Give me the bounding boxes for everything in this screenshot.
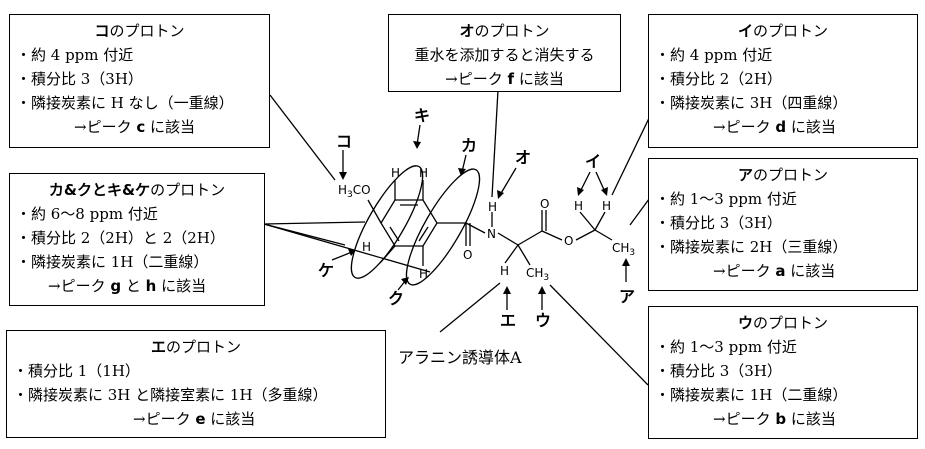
label-u: ウ	[535, 311, 551, 330]
box-peak: →ピーク g と h に該当	[48, 277, 207, 295]
box-title: オのプロトン	[459, 22, 550, 40]
box-line: ・積分比 1（1H）	[13, 362, 140, 380]
box-u-proton: ウのプロトン ・約 1～3 ppm 付近 ・積分比 3（3H） ・隣接炭素に 1…	[648, 306, 918, 439]
connector-o	[491, 89, 499, 198]
label-ku: ク	[388, 289, 404, 308]
box-line: 重水を添加すると消失する	[414, 46, 595, 64]
box-line: ・積分比 3（3H）	[655, 362, 782, 380]
box-line: ・約 4 ppm 付近	[655, 46, 773, 64]
box-peak: →ピーク d に該当	[713, 118, 836, 136]
box-line: ・隣接炭素に 2H（三重線）	[655, 238, 848, 256]
label-ko: コ	[336, 132, 352, 151]
box-line: ・隣接炭素に H なし（一重線）	[16, 94, 234, 112]
box-e-proton: エのプロトン ・積分比 1（1H） ・隣接炭素に 3H と隣接室素に 1H（多重…	[6, 330, 386, 438]
atom-h-i-right: H	[602, 199, 611, 213]
box-line: ・約 6～8 ppm 付近	[16, 205, 158, 223]
atom-h-ki: H	[391, 166, 400, 180]
label-ke: ケ	[318, 261, 334, 280]
box-line: ・隣接炭素に 3H と隣接室素に 1H（多重線）	[13, 386, 328, 404]
arrow-o	[499, 167, 517, 196]
diagram-caption: アラニン誘導体A	[398, 348, 522, 367]
label-a: ア	[619, 287, 635, 306]
arrow-i-left	[579, 171, 591, 193]
connector-i	[611, 111, 653, 196]
box-title: コのプロトン	[94, 22, 185, 40]
connector-kaku-2	[263, 223, 431, 273]
box-title: アのプロトン	[737, 166, 829, 184]
arrow-ke	[331, 251, 353, 261]
box-o-proton: オのプロトン 重水を添加すると消失する →ピーク f に該当	[388, 14, 621, 92]
connector-ko	[269, 94, 336, 181]
box-title: カ&クとキ&ケのプロトン	[48, 181, 226, 199]
box-a-proton: アのプロトン ・約 1～3 ppm 付近 ・積分比 3（3H） ・隣接炭素に 2…	[648, 158, 918, 291]
box-line: ・積分比 2（2H）	[655, 70, 782, 88]
ellipse-ki-ke	[350, 165, 424, 279]
label-i: イ	[585, 152, 601, 171]
atom-h3co: H3CO	[338, 183, 371, 200]
box-title: ウのプロトン	[737, 314, 829, 332]
box-title: エのプロトン	[150, 338, 242, 356]
box-peak: →ピーク a に該当	[713, 262, 836, 280]
label-e: エ	[500, 311, 516, 330]
box-line: ・積分比 3（3H）	[655, 214, 782, 232]
box-line: ・積分比 3（3H）	[16, 70, 143, 88]
atom-h-o: H	[488, 200, 497, 214]
box-line: ・隣接炭素に 1H（二重線）	[655, 386, 848, 404]
box-kaku-proton: カ&クとキ&ケのプロトン ・約 6～8 ppm 付近 ・積分比 2（2H）と 2…	[9, 173, 265, 306]
atom-h-ka: H	[419, 166, 428, 180]
box-line: ・約 1～3 ppm 付近	[655, 338, 797, 356]
box-ko-proton: コのプロトン ・約 4 ppm 付近 ・積分比 3（3H） ・隣接炭素に H な…	[9, 14, 270, 148]
box-peak: →ピーク f に該当	[445, 70, 564, 88]
connector-kaku-1	[263, 221, 366, 225]
connector-u	[549, 284, 649, 386]
box-peak: →ピーク e に該当	[133, 410, 256, 428]
connector-kaku-3	[263, 223, 346, 246]
box-line: ・隣接炭素に 3H（四重線）	[655, 94, 848, 112]
atom-n: N	[487, 227, 496, 241]
atom-o-amide: O	[463, 248, 472, 262]
arrow-i-right	[595, 171, 606, 193]
atom-h-ke: H	[362, 240, 371, 254]
box-peak: →ピーク c に該当	[74, 118, 196, 136]
box-title: イのプロトン	[737, 22, 829, 40]
box-line: ・積分比 2（2H）と 2（2H）	[16, 229, 225, 247]
connector-e	[439, 282, 501, 333]
ellipse-ka-ku	[405, 168, 481, 286]
atom-h-i-left: H	[574, 199, 583, 213]
atom-o-ester: O	[564, 234, 573, 248]
box-i-proton: イのプロトン ・約 4 ppm 付近 ・積分比 2（2H） ・隣接炭素に 3H（…	[648, 14, 918, 148]
box-line: ・約 1～3 ppm 付近	[655, 190, 797, 208]
atom-ch3-u: CH3	[526, 266, 549, 283]
benzene-ring	[380, 199, 438, 247]
label-ki: キ	[414, 106, 430, 125]
atom-o-ester-carbonyl: O	[540, 197, 549, 211]
label-o: オ	[515, 148, 531, 167]
atom-ch3-a: CH3	[612, 241, 635, 258]
atom-h-e: H	[500, 264, 509, 278]
box-peak: →ピーク b に該当	[713, 410, 836, 428]
box-line: ・約 4 ppm 付近	[16, 46, 134, 64]
atom-h-ku: H	[419, 267, 428, 281]
box-line: ・隣接炭素に 1H（二重線）	[16, 253, 209, 271]
label-ka: カ	[461, 136, 477, 155]
